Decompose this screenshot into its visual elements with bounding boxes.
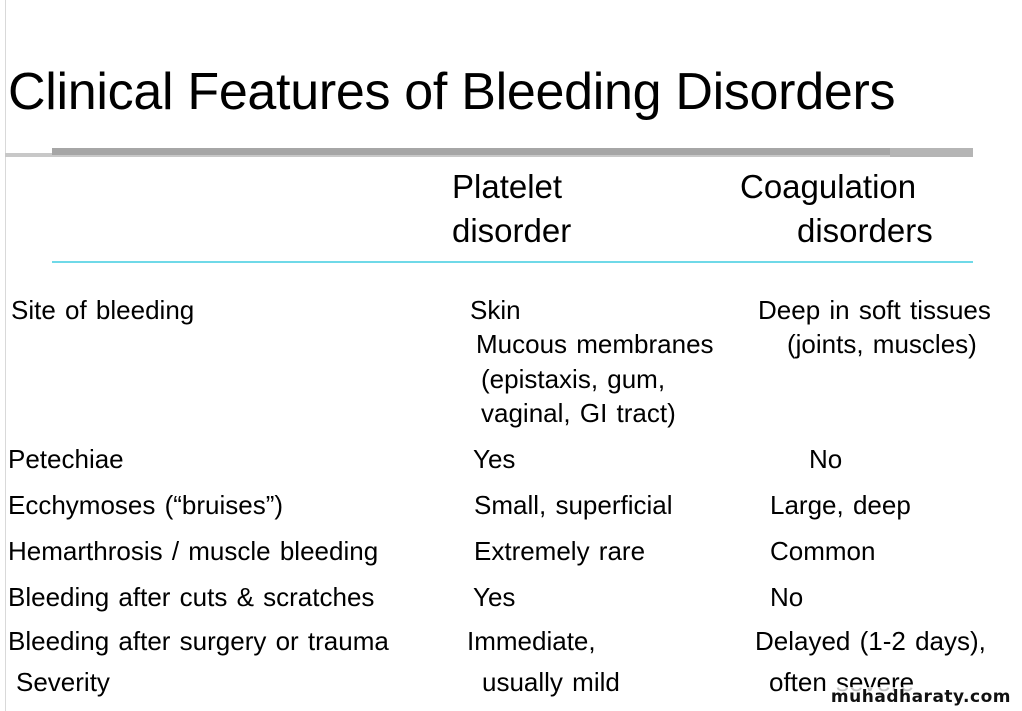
coagulation-cuts-scratches: No — [770, 582, 804, 612]
left-edge-rule — [5, 0, 6, 711]
feature-cuts-scratches: Bleeding after cuts & scratches — [8, 582, 375, 612]
header-coagulation-line2: disorders — [797, 212, 933, 249]
header-coagulation-line1: Coagulation — [740, 168, 917, 205]
platelet-ecchymoses: Small, superficial — [474, 490, 673, 520]
feature-severity: Severity — [16, 667, 110, 697]
platelet-site-line1: Skin — [470, 295, 521, 325]
header-divider — [52, 261, 973, 263]
platelet-site-line4: vaginal, GI tract) — [481, 398, 676, 428]
coagulation-hemarthrosis: Common — [770, 536, 876, 566]
feature-hemarthrosis: Hemarthrosis / muscle bleeding — [8, 536, 379, 566]
coagulation-petechiae: No — [809, 444, 843, 474]
title-underline-tail — [890, 148, 973, 157]
platelet-hemarthrosis: Extremely rare — [474, 536, 646, 566]
slide-title: Clinical Features of Bleeding Disorders — [8, 63, 896, 121]
title-underline-dark — [52, 148, 973, 155]
header-platelet-line1: Platelet — [452, 168, 563, 205]
coagulation-ecchymoses: Large, deep — [770, 490, 911, 520]
platelet-site-line3: (epistaxis, gum, — [481, 364, 666, 394]
title-underline-light — [5, 153, 973, 157]
platelet-severity: usually mild — [482, 667, 620, 697]
feature-ecchymoses: Ecchymoses (“bruises”) — [8, 490, 284, 520]
platelet-surgery-trauma: Immediate, — [467, 626, 596, 656]
header-platelet-line2: disorder — [452, 212, 572, 249]
feature-petechiae: Petechiae — [8, 444, 124, 474]
watermark-logo: muhadharaty.com — [827, 687, 1014, 707]
coagulation-surgery-trauma: Delayed (1-2 days), — [755, 626, 986, 656]
platelet-petechiae: Yes — [473, 444, 516, 474]
platelet-cuts-scratches: Yes — [473, 582, 516, 612]
platelet-site-line2: Mucous membranes — [476, 329, 714, 359]
feature-site-of-bleeding: Site of bleeding — [11, 295, 195, 325]
feature-surgery-trauma: Bleeding after surgery or trauma — [8, 626, 389, 656]
coagulation-site-line2: (joints, muscles) — [787, 329, 977, 359]
coagulation-site-line1: Deep in soft tissues — [758, 295, 991, 325]
